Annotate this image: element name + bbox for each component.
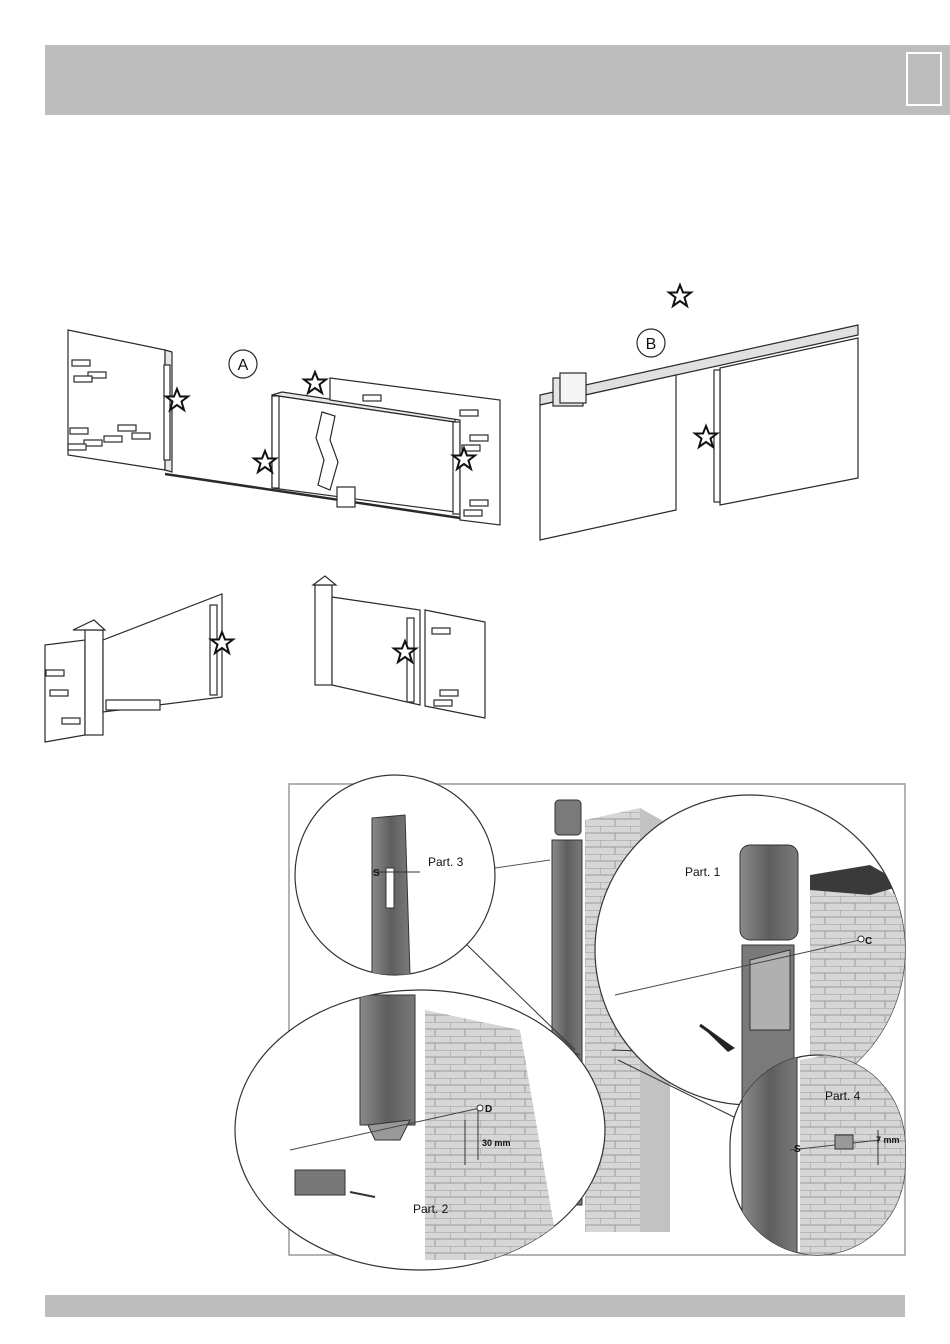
legend-star-icon <box>669 285 691 306</box>
scene-a: A <box>68 330 500 525</box>
label-b: B <box>646 336 657 353</box>
footer-bar <box>45 1295 905 1317</box>
mark-s-bottom: S <box>794 1144 801 1155</box>
mark-s-top: S <box>373 868 380 879</box>
dim-7mm: 7 mm <box>876 1135 900 1145</box>
scene-b: B <box>540 325 858 540</box>
part4-label: Part. 4 <box>825 1089 861 1103</box>
scene-swing-right <box>313 576 485 718</box>
label-a: A <box>238 357 249 374</box>
scene-swing-left <box>45 594 233 742</box>
detail-frame <box>289 784 905 1255</box>
star-icon-a2 <box>304 372 326 393</box>
gate-installation-illustrations: A B <box>0 0 950 760</box>
center-post-assembly <box>495 800 670 1232</box>
mark-c: C <box>865 936 872 947</box>
arrow-icon <box>700 1025 735 1052</box>
mark-d: D <box>485 1104 492 1115</box>
part2-label: Part. 2 <box>413 1202 449 1216</box>
part1-label: Part. 1 <box>685 865 721 879</box>
dim-30mm: 30 mm <box>482 1138 511 1148</box>
part3-label: Part. 3 <box>428 855 464 869</box>
